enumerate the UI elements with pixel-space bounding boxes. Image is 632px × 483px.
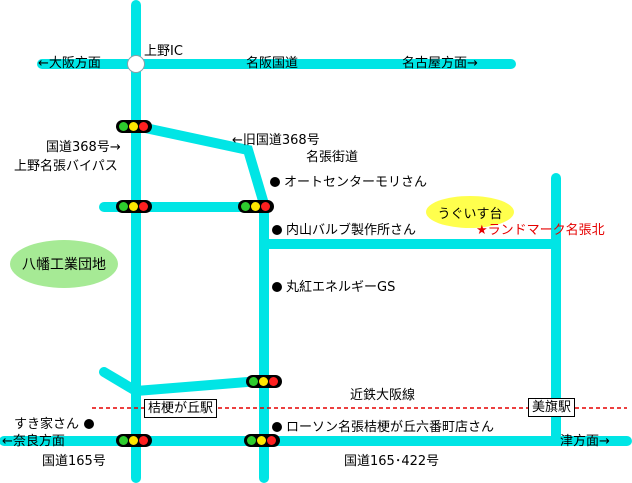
traffic-light-icon [116, 434, 152, 447]
auto-center-label: オートセンターモリさん [284, 175, 428, 190]
old-route-368-label: ←旧国道368号 [232, 133, 320, 148]
marubeni-marker [272, 282, 282, 292]
osaka-direction-label: ←大阪方面 [38, 56, 101, 71]
ueno-ic-label: 上野IC [144, 44, 183, 59]
traffic-light-icon [238, 200, 274, 213]
meihan-kokudo-label: 名阪国道 [246, 56, 299, 71]
auto-center-marker [270, 177, 280, 187]
route-368-label: 国道368号→ [46, 140, 121, 155]
kintetsu-line-label: 近鉄大阪線 [350, 388, 416, 403]
interchange-circle-icon [127, 55, 145, 73]
lawson-marker [272, 422, 282, 432]
tsu-direction-label: 津方面→ [560, 434, 610, 449]
yawata-industrial-area-label: 八幡工業団地 [22, 257, 106, 273]
ueno-nabari-bypass-label: 上野名張バイパス [14, 159, 118, 174]
uchiyama-label: 内山バルブ製作所さん [286, 223, 417, 238]
old-route-368-road [131, 121, 269, 483]
uguisudai-area-label: うぐいす台 [437, 206, 503, 222]
traffic-light-icon [244, 434, 280, 447]
route-165-label: 国道165号 [42, 454, 106, 469]
kikyogaoka-connector-road [99, 367, 265, 397]
traffic-light-icon [246, 375, 282, 388]
traffic-light-icon [116, 120, 152, 133]
uguisudai-area: うぐいす台 [426, 196, 514, 228]
sukiya-marker [84, 419, 94, 429]
sukiya-label: すき家さん [14, 417, 80, 432]
uchiyama-marker [272, 225, 282, 235]
nara-direction-label: ←奈良方面 [2, 434, 65, 449]
traffic-light-icon [116, 200, 152, 213]
nabari-kaido-label: 名張街道 [306, 150, 359, 165]
lawson-label: ローソン名張桔梗が丘六番町店さん [286, 420, 495, 435]
landmark-label: ★ランドマーク名張北 [476, 223, 605, 238]
route-165-422-label: 国道165･422号 [344, 454, 440, 469]
yawata-industrial-area: 八幡工業団地 [10, 240, 118, 288]
nagoya-direction-label: 名古屋方面→ [402, 56, 478, 71]
mihata-station: 美旗駅 [528, 398, 576, 417]
marubeni-label: 丸紅エネルギーGS [286, 280, 396, 295]
kikyogaoka-station: 桔梗が丘駅 [144, 399, 218, 418]
